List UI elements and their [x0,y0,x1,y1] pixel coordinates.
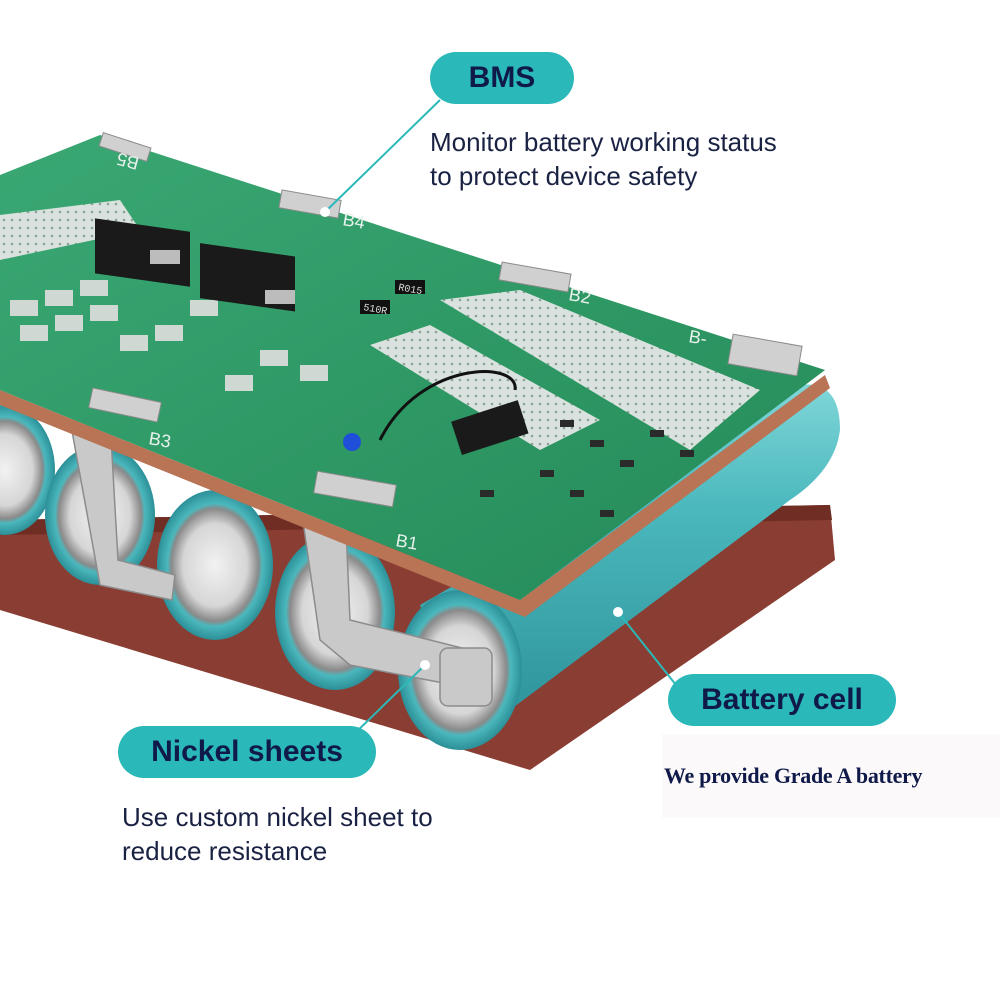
battery-cell-description: We provide Grade A battery [664,763,923,788]
connector-tabs [88,131,803,508]
battery-cell-callout-label: Battery cell [668,674,896,726]
solder-pad-areas [0,200,760,450]
label-b3: B3 [147,428,172,452]
blue-led [343,433,361,451]
ic-chip [451,400,529,455]
battery-cell-side [420,384,840,740]
label-b1: B1 [394,530,419,554]
bms-description: Monitor battery working status to protec… [430,125,777,193]
bms-description-line1: Monitor battery working status [430,127,777,157]
nickel-sheets-description: Use custom nickel sheet to reduce resist… [122,800,433,868]
label-b4: B4 [341,209,366,233]
bms-callout-label: BMS [430,52,574,104]
smd-components [360,280,694,517]
copper-pads [10,280,328,391]
callout-leader-lines [324,99,681,739]
callout-dots [320,207,623,670]
grade-a-box: We provide Grade A battery [662,734,1000,818]
label-b2: B2 [567,284,592,308]
nickel-strips [69,419,493,707]
nickel-sheets-description-line2: reduce resistance [122,836,328,866]
thermistor-wire [378,370,517,441]
nickel-sheets-description-line1: Use custom nickel sheet to [122,802,433,832]
label-b-minus: B- [687,326,708,349]
mosfet-chips [95,218,295,312]
nickel-sheets-callout-label: Nickel sheets [118,726,376,778]
label-r2: 510R [362,303,388,318]
label-r1: R015 [397,283,423,298]
bms-description-line2: to protect device safety [430,161,698,191]
